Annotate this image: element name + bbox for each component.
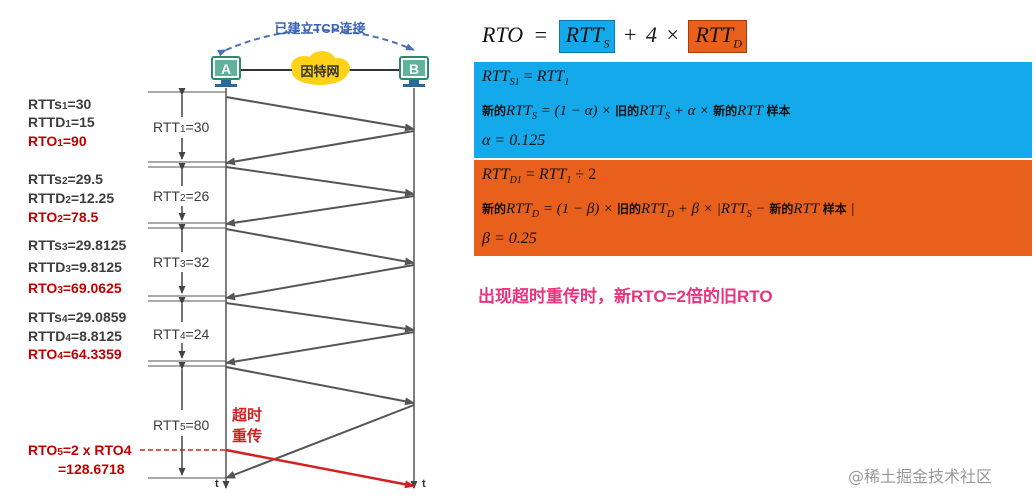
time-label-b: t [422,478,426,490]
rto2-label: RTO2=78.5 [28,209,99,225]
rto1-label: RTO1=90 [28,133,87,149]
beta-value: β = 0.25 [482,230,537,247]
plus-sign: + [624,22,637,47]
host-a-computer-icon [211,56,241,87]
timeout-line1: 超时 [231,406,262,424]
host-b-computer-icon [399,56,429,87]
rto5-expression: RTO5=2 x RTO4 [28,442,132,458]
internet-cloud-icon [291,51,350,85]
rto-symbol: RTO [482,22,524,47]
rttd-update-formula: 新的RTTD = (1 − β) × 旧的RTTD + β × |RTTS − … [482,201,855,220]
timeline-diagram: 已建立TCP连接 因特网 A B t t [28,21,429,490]
alpha-value: α = 0.125 [482,132,546,149]
watermark: @稀土掘金技术社区 [848,467,993,486]
internet-label: 因特网 [300,64,339,79]
rttd-initial-formula: RTTD1 = RTT1 ÷ 2 [482,166,597,187]
rttd-formula-box: RTTD1 = RTT1 ÷ 2 新的RTTD = (1 − β) × 旧的RT… [474,160,1032,256]
tcp-established-label: 已建立TCP连接 [274,21,365,36]
rtts-highlight: RTTS [558,20,615,53]
rtts-update-formula: 新的RTTS = (1 − α) × 旧的RTTS + α × 新的RTT 样本 [482,103,791,122]
retransmission-segment [225,448,415,489]
tcp-connection-arc [217,29,415,57]
rtt4-label: RTT4=24 [153,326,209,342]
rtts4-label: RTTs4=29.0859 [28,309,127,325]
rto5-value: =128.6718 [58,461,125,477]
timeout-line2: 重传 [232,427,262,445]
rtts-formula-box: RTTS1 = RTT1 新的RTTS = (1 − α) × 旧的RTTS +… [474,62,1032,158]
rttd3-label: RTTD3=9.8125 [28,259,122,275]
host-b-label: B [409,61,419,77]
rtts3-label: RTTs3=29.8125 [28,237,127,253]
rttd1-label: RTTD1=15 [28,114,95,130]
rto3-label: RTO3=69.0625 [28,280,122,296]
four: 4 [645,22,657,47]
timeout-note: 出现超时重传时，新RTO=2倍的旧RTO [478,287,773,306]
rttd4-label: RTTD4=8.8125 [28,328,122,344]
rto4-label: RTO4=64.3359 [28,346,122,362]
rtts2-label: RTTs2=29.5 [28,171,103,187]
interval-separators [148,91,226,479]
message-segments [225,96,415,479]
rto-main-formula: RTO = RTTS + 4 × RTTD [482,20,747,56]
rtts-initial-formula: RTTS1 = RTT1 [482,68,570,89]
rttd2-label: RTTD2=12.25 [28,190,114,206]
rtts1-label: RTTs1=30 [28,96,91,112]
equals-sign: = [534,22,548,47]
rtt5-label: RTT5=80 [153,417,209,433]
rtt1-label: RTT1=30 [153,119,209,135]
rtt2-label: RTT2=26 [153,188,209,204]
time-label-a: t [215,478,219,490]
rtt3-label: RTT3=32 [153,254,209,270]
rttd-highlight: RTTD [688,20,747,53]
times-sign: × [666,22,679,47]
host-a-label: A [221,61,231,77]
